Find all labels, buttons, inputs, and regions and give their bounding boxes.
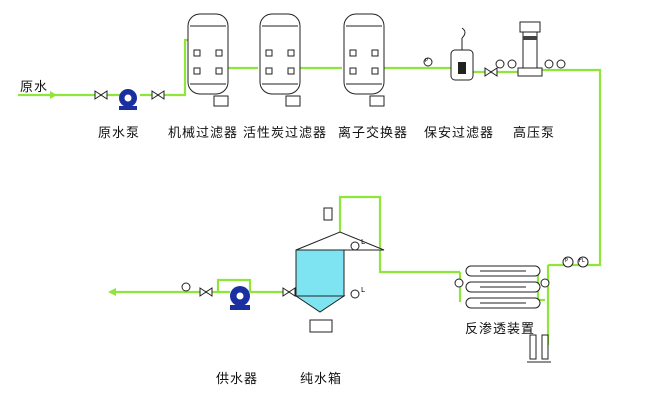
- vessel-valves: [193, 49, 379, 75]
- security-filter-vessel: [450, 27, 474, 81]
- tank-instruments: [350, 241, 360, 299]
- raw-pump-label: 原水泵: [98, 126, 141, 141]
- supply-gauge: [181, 282, 191, 292]
- valve-icon: [484, 67, 498, 77]
- level-tag: L: [361, 238, 365, 246]
- level-tag: L: [361, 286, 365, 294]
- pipework: [18, 38, 602, 345]
- pressure-tag: P: [565, 258, 569, 264]
- pressure-tag: P: [425, 58, 429, 64]
- raw-water-label: 原水: [20, 80, 49, 95]
- supply-pump-icon: [230, 286, 250, 310]
- supply-label: 供水器: [216, 372, 259, 387]
- pressure-gauges-top: [423, 57, 566, 69]
- mech-filter-label: 机械过滤器: [168, 126, 239, 141]
- flow-tag: FL: [579, 258, 585, 264]
- ro-gauges: [454, 256, 589, 288]
- inlet-arrow-icon: [50, 91, 57, 99]
- pure-water-tank: [294, 207, 385, 333]
- valve-icon: [199, 287, 296, 297]
- hp-pump-label: 高压泵: [513, 126, 556, 141]
- mech-filter-vessel: [187, 13, 229, 107]
- ro-membrane-modules: [465, 265, 541, 309]
- security-filter-label: 保安过滤器: [424, 126, 495, 141]
- outlet-arrow-icon: [108, 288, 116, 296]
- pure-tank-label: 纯水箱: [300, 372, 343, 387]
- valve-icon: [94, 90, 165, 100]
- carbon-filter-label: 活性炭过滤器: [243, 126, 328, 141]
- ro-unit-label: 反渗透装置: [465, 322, 536, 337]
- ion-exchanger-vessel: [343, 13, 385, 107]
- ro-drain-flowmeters: [527, 334, 551, 363]
- ion-exchanger-label: 离子交换器: [338, 126, 409, 141]
- raw-pump-icon: [119, 89, 137, 110]
- carbon-filter-vessel: [259, 13, 301, 107]
- high-pressure-pump-icon: [517, 21, 543, 77]
